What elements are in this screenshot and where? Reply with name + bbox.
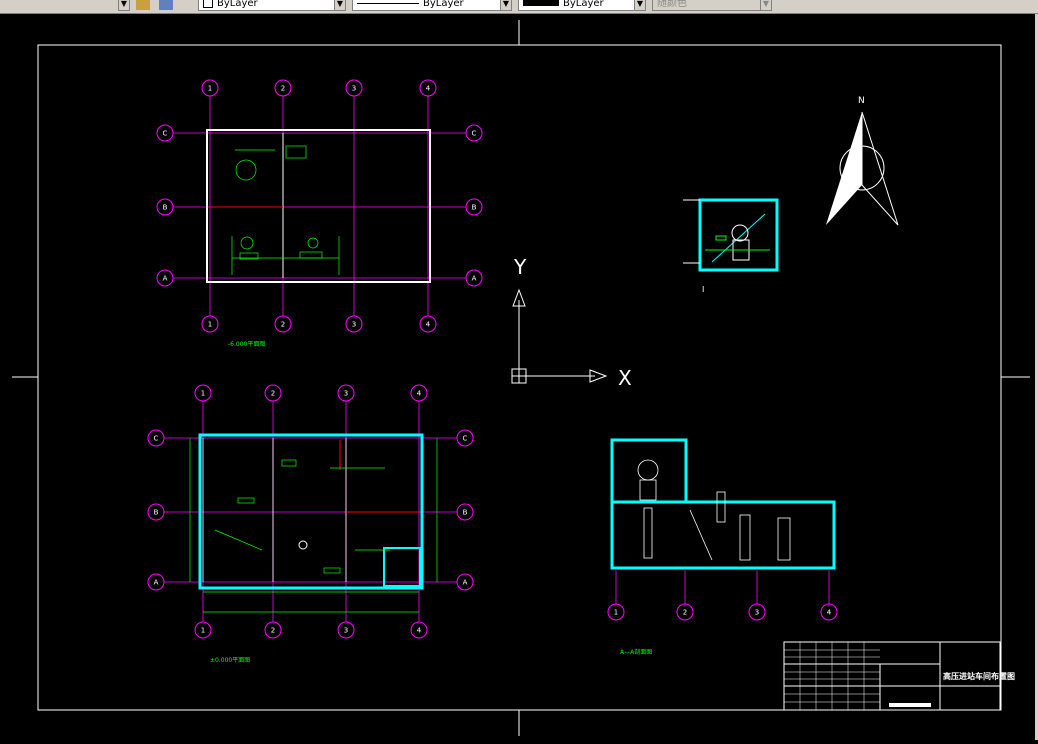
plan-minus-6-drawing: -6.000平面图 <box>173 96 466 348</box>
axis-x-label: X <box>618 366 632 390</box>
plan1-grid-bottom-3-circle <box>345 315 363 333</box>
plan1-grid-top-4-circle <box>419 79 437 97</box>
plan2-grid-right-A-label: A <box>463 579 468 587</box>
linetype-sample-icon <box>357 2 419 4</box>
layer-dropdown-arrow[interactable]: ▼ <box>118 0 130 11</box>
plan2-grid-top-4-label: 4 <box>417 390 422 398</box>
plan1-grid-bottom-4-circle <box>419 315 437 333</box>
detail-label: I <box>702 285 704 294</box>
plan2-grid-bottom-4-circle <box>410 621 428 639</box>
cad-drawing: Y X N <box>12 20 1030 736</box>
plan2-grid-top-1-label: 1 <box>201 390 205 398</box>
color-swatch-icon <box>203 0 213 8</box>
title-block: 高压进站车间布置图 <box>783 641 1015 711</box>
ucs-icon: Y X <box>511 255 632 390</box>
plan2-grid-top-3-circle <box>337 384 355 402</box>
lineweight-control[interactable]: ByLayer <box>518 0 646 11</box>
plan2-grid-top-3-label: 3 <box>344 390 348 398</box>
plan1-grid-top-4-label: 4 <box>426 85 431 93</box>
section-caption: A—A剖面图 <box>620 648 652 656</box>
section-A-A-drawing: A—A剖面图 <box>610 438 836 656</box>
plan2-grid-left-B-label: B <box>154 509 159 517</box>
plan2-grid-top-1-circle <box>194 384 212 402</box>
linetype-dropdown-arrow[interactable]: ▼ <box>500 0 512 11</box>
layer-manager-icon[interactable] <box>136 0 150 10</box>
plan1-grid-right-A-circle <box>465 269 483 287</box>
plan1-grid-left-B-circle <box>156 198 174 216</box>
plan2-grid-right-C-label: C <box>463 435 468 443</box>
plan2-grid-top-2-circle <box>264 384 282 402</box>
plan2-grid-bottom-3-label: 3 <box>344 627 348 635</box>
section-grid-3-label: 3 <box>755 609 759 617</box>
plan2-grid-bottom-4-label: 4 <box>417 627 422 635</box>
plotstyle-control: 随颜色 <box>652 0 772 11</box>
axis-y-label: Y <box>513 255 527 279</box>
section-grid-3-circle <box>748 603 766 621</box>
plan1-grid-bottom-2-circle <box>274 315 292 333</box>
plan2-caption: ±0.000平面图 <box>210 657 250 664</box>
plan1-grid-bottom-1-label: 1 <box>208 321 212 329</box>
plan1-grid-right-B-circle <box>465 198 483 216</box>
plan1-grid-top-2-circle <box>274 79 292 97</box>
plan1-grid-top-1-label: 1 <box>208 85 212 93</box>
plan1-grid-bottom-2-label: 2 <box>281 321 285 329</box>
drawing-canvas[interactable]: Y X N <box>0 14 1038 740</box>
plan1-grid-top-1-circle <box>201 79 219 97</box>
plan1-grid-right-C-circle <box>465 124 483 142</box>
lineweight-sample-icon <box>523 0 559 6</box>
plan2-grid-bottom-1-label: 1 <box>201 627 205 635</box>
section-grid-2-circle <box>676 603 694 621</box>
section-grid-1-circle <box>607 603 625 621</box>
plan1-grid-right-A-label: A <box>472 275 477 283</box>
plan1-grid-top-3-label: 3 <box>352 85 356 93</box>
lineweight-dropdown-arrow[interactable]: ▼ <box>634 0 646 11</box>
plan2-grid-right-C-circle <box>456 429 474 447</box>
plan2-grid-top-2-label: 2 <box>271 390 275 398</box>
linetype-control[interactable]: ByLayer <box>352 0 512 11</box>
svg-text:N: N <box>858 96 865 106</box>
plan2-grid-top-4-circle <box>410 384 428 402</box>
plan2-grid-bottom-1-circle <box>194 621 212 639</box>
plan1-grid-bottom-3-label: 3 <box>352 321 356 329</box>
color-dropdown-arrow[interactable]: ▼ <box>334 0 346 11</box>
plotstyle-dropdown-arrow: ▼ <box>760 0 772 11</box>
title-block-name: 高压进站车间布置图 <box>943 671 1015 681</box>
plan2-grid-right-B-label: B <box>463 509 468 517</box>
plan2-grid-bottom-2-circle <box>264 621 282 639</box>
plan2-grid-bottom-3-circle <box>337 621 355 639</box>
plan2-grid-left-A-label: A <box>154 579 159 587</box>
plan-0-drawing: ±0.000平面图 <box>164 400 457 664</box>
vertical-scrollbar[interactable] <box>1035 14 1038 740</box>
plan2-grid-left-C-label: C <box>154 435 159 443</box>
layer-previous-icon[interactable] <box>159 0 173 10</box>
plan1-grid-right-C-label: C <box>472 130 477 138</box>
plan2-grid-right-B-circle <box>456 503 474 521</box>
plan1-grid-left-C-circle <box>156 124 174 142</box>
plan2-grid-left-C-circle <box>147 429 165 447</box>
section-grid-1-label: 1 <box>614 609 618 617</box>
plan1-grid-right-B-label: B <box>472 204 477 212</box>
plan1-grid-bottom-1-circle <box>201 315 219 333</box>
north-arrow-icon: N <box>826 96 899 226</box>
plan2-grid-bottom-2-label: 2 <box>271 627 275 635</box>
plan1-grid-left-A-circle <box>156 269 174 287</box>
plan2-grid-left-B-circle <box>147 503 165 521</box>
color-control[interactable]: ByLayer <box>198 0 346 11</box>
properties-toolbar: ▼ ByLayer ▼ ByLayer ▼ ByLayer ▼ 随颜色 ▼ <box>0 0 1038 14</box>
plan2-grid-left-A-circle <box>147 573 165 591</box>
section-grid-4-circle <box>820 603 838 621</box>
plan1-grid-left-C-label: C <box>163 130 168 138</box>
detail-I-drawing: I <box>683 198 779 294</box>
plan1-grid-left-A-label: A <box>163 275 168 283</box>
sheet-frame <box>12 20 1030 736</box>
plan1-grid-left-B-label: B <box>163 204 168 212</box>
plan1-grid-top-3-circle <box>345 79 363 97</box>
plan1-grid-bottom-4-label: 4 <box>426 321 431 329</box>
plan1-caption: -6.000平面图 <box>228 341 265 348</box>
section-grid-4-label: 4 <box>827 609 832 617</box>
plan2-grid-right-A-circle <box>456 573 474 591</box>
section-grid-2-label: 2 <box>683 609 687 617</box>
plan1-grid-top-2-label: 2 <box>281 85 285 93</box>
